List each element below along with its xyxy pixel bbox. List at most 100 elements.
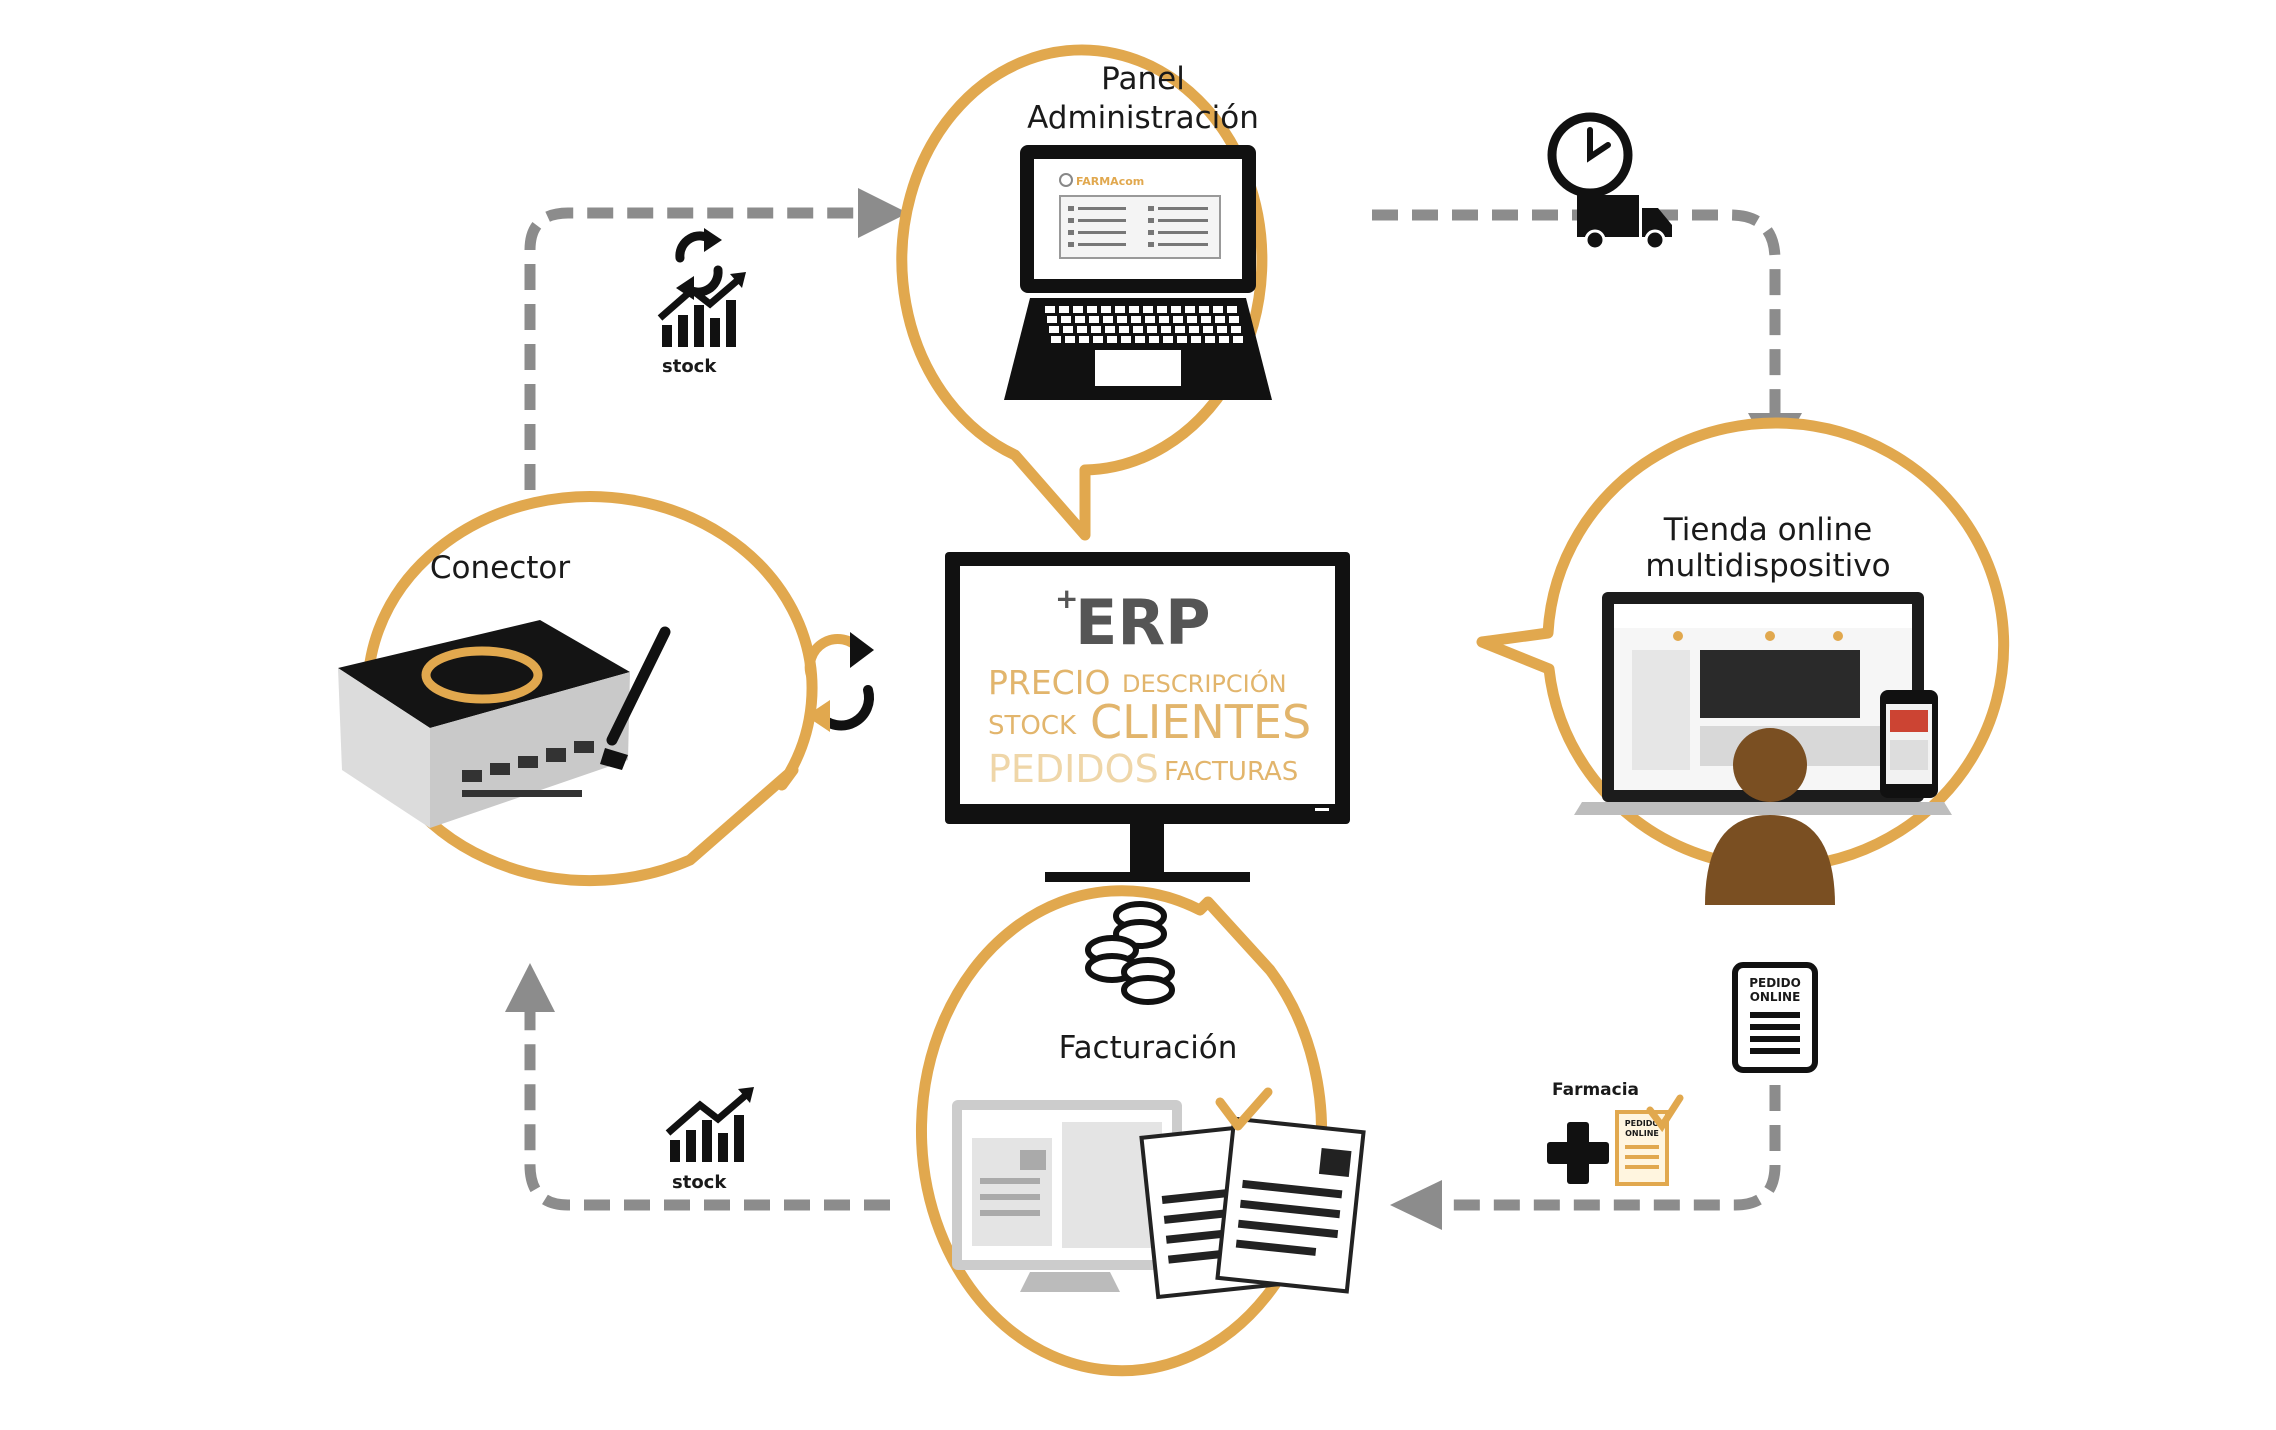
keyboard-key <box>1175 326 1185 333</box>
erp-word-pedidos: PEDIDOS <box>988 747 1159 791</box>
keyboard-key <box>1089 316 1099 323</box>
keyboard-key <box>1049 326 1059 333</box>
keyboard-key <box>1073 306 1083 313</box>
arrowhead-left <box>1390 1180 1442 1230</box>
keyboard-key <box>1133 326 1143 333</box>
keyboard-key <box>1059 306 1069 313</box>
keyboard-key <box>1045 306 1055 313</box>
connector-to-panel-path <box>524 207 860 490</box>
keyboard-key <box>1203 326 1213 333</box>
keyboard-key <box>1189 326 1199 333</box>
farmacia-label: Farmacia <box>1552 1080 1639 1100</box>
keyboard-key <box>1163 336 1173 343</box>
keyboard-key <box>1091 326 1101 333</box>
erp-plus: + <box>1055 582 1078 615</box>
coins-icon <box>1085 901 1175 1005</box>
tienda-to-facturacion-path <box>1440 1085 1781 1211</box>
keyboard-key <box>1219 336 1229 343</box>
panel-title-line1: Panel <box>1101 61 1185 97</box>
stock-label-top: stock <box>662 356 717 377</box>
conector-node: Conector <box>338 491 818 887</box>
keyboard-key <box>1185 306 1195 313</box>
invoice-check-icon <box>1215 1087 1273 1131</box>
tienda-title-line2: multidispositivo <box>1645 548 1890 584</box>
pedido-online-line1: PEDIDO <box>1749 976 1801 990</box>
tienda-online-node: Tienda online multidispositivo <box>1476 417 2010 905</box>
keyboard-key <box>1103 316 1113 323</box>
facturacion-title: Facturación <box>1059 1030 1238 1066</box>
keyboard-key <box>1105 326 1115 333</box>
farmacom-logo: FARMAcom <box>1076 175 1144 188</box>
keyboard-key <box>1087 306 1097 313</box>
keyboard-key <box>1135 336 1145 343</box>
pharmacy-cross-icon <box>1547 1122 1609 1184</box>
keyboard-key <box>1231 326 1241 333</box>
mini-pc-icon <box>338 620 671 828</box>
keyboard-key <box>1171 306 1181 313</box>
pedido-document-icon: PEDIDO ONLINE <box>1732 962 1818 1073</box>
arrowhead-right <box>858 188 908 238</box>
keyboard-key <box>1227 306 1237 313</box>
keyboard-key <box>1061 316 1071 323</box>
keyboard-key <box>1115 306 1125 313</box>
keyboard-key <box>1173 316 1183 323</box>
pedido-small-line2: ONLINE <box>1625 1129 1659 1138</box>
panel-title-line2: Administración <box>1027 100 1259 136</box>
facturacion-to-conector-path <box>524 1010 890 1211</box>
keyboard-key <box>1213 306 1223 313</box>
checklist-icon: PEDIDO ONLINE <box>1615 1094 1684 1186</box>
smartphone-icon <box>1880 690 1938 798</box>
invoice-documents-icon <box>952 1087 1366 1300</box>
sync-icon-center <box>804 632 875 732</box>
keyboard-key <box>1187 316 1197 323</box>
keyboard-key <box>1161 326 1171 333</box>
laptop-icon: FARMAcom <box>1004 145 1272 400</box>
keyboard-key <box>1229 316 1239 323</box>
tienda-title-line1: Tienda online <box>1663 512 1872 548</box>
keyboard-key <box>1233 336 1243 343</box>
flow-connectors <box>524 207 1781 1211</box>
keyboard-key <box>1077 326 1087 333</box>
panel-administracion-node: Panel Administración FARMAcom <box>896 44 1272 541</box>
erp-title: ERP <box>1075 586 1211 659</box>
keyboard-key <box>1145 316 1155 323</box>
keyboard-key <box>1201 316 1211 323</box>
sync-icon-top <box>675 228 723 300</box>
erp-word-precio: PRECIO <box>988 663 1110 702</box>
clock-icon <box>1547 112 1633 198</box>
keyboard-key <box>1101 306 1111 313</box>
stock-chart-icon-top: stock <box>657 272 746 377</box>
keyboard-key <box>1047 316 1057 323</box>
keyboard-key <box>1147 326 1157 333</box>
erp-word-stock: STOCK <box>988 711 1077 741</box>
keyboard-key <box>1177 336 1187 343</box>
keyboard-key <box>1217 326 1227 333</box>
keyboard-key <box>1143 306 1153 313</box>
stock-label-bottom: stock <box>672 1172 727 1193</box>
keyboard-key <box>1117 316 1127 323</box>
keyboard-key <box>1063 326 1073 333</box>
pedido-online-line2: ONLINE <box>1750 990 1801 1004</box>
keyboard-key <box>1065 336 1075 343</box>
arrowhead-up <box>505 963 555 1012</box>
panel-to-tienda-path <box>1372 209 1781 415</box>
delivery-truck-icon <box>1577 195 1672 251</box>
keyboard-key <box>1157 306 1167 313</box>
keyboard-key <box>1149 336 1159 343</box>
stock-chart-icon-bottom: stock <box>665 1087 754 1193</box>
keyboard-key <box>1051 336 1061 343</box>
keyboard-key <box>1199 306 1209 313</box>
keyboard-key <box>1215 316 1225 323</box>
erp-word-clientes: CLIENTES <box>1090 695 1311 749</box>
erp-word-facturas: FACTURAS <box>1164 757 1298 787</box>
keyboard-key <box>1131 316 1141 323</box>
pedido-small-line1: PEDIDO <box>1625 1119 1660 1128</box>
conector-title: Conector <box>430 550 570 586</box>
person-icon <box>1705 728 1835 905</box>
keyboard-key <box>1121 336 1131 343</box>
erp-word-descripcion: DESCRIPCIÓN <box>1122 668 1287 698</box>
keyboard-key <box>1079 336 1089 343</box>
keyboard-key <box>1191 336 1201 343</box>
keyboard-key <box>1129 306 1139 313</box>
